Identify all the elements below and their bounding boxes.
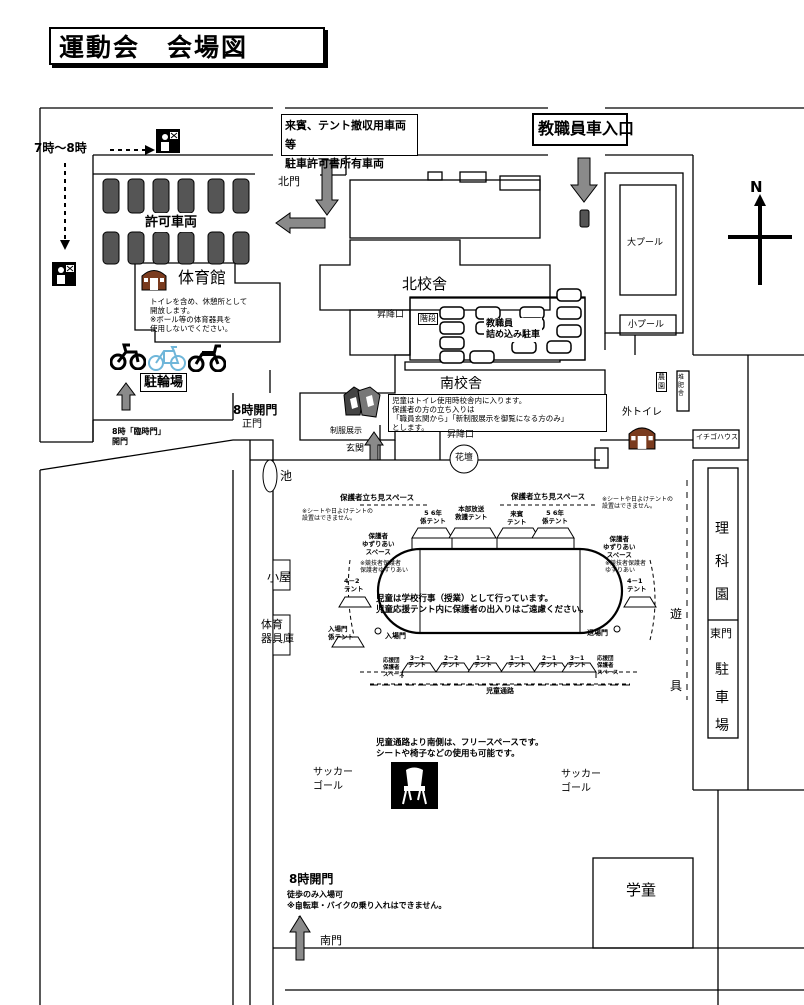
uniform-display-label: 制服展示 bbox=[330, 426, 362, 435]
tent-56-right: 5 6年 係テント bbox=[542, 509, 568, 525]
outdoor-toilet-label: 外トイレ bbox=[622, 407, 662, 418]
south-gate-label: 南門 bbox=[320, 934, 342, 947]
rika-garden-label: 理 科 園 bbox=[715, 521, 729, 603]
hut-label: 小屋 bbox=[267, 570, 292, 584]
noen-label: 農 園 bbox=[656, 372, 667, 392]
toilet-building-icon bbox=[628, 422, 656, 450]
soccer-goal-left: サッカー ゴール bbox=[313, 767, 353, 792]
tent-guest: 来賓 テント bbox=[507, 510, 527, 526]
gakudo-outline bbox=[592, 857, 694, 949]
guest-vehicle-sign: 来賓、テント撤収用車両等 駐車許可書所有車両 bbox=[281, 114, 418, 170]
arrow-down-staff bbox=[569, 157, 599, 203]
class-tent: 3－2 テント bbox=[408, 655, 427, 669]
tent-41: 4－1 テント bbox=[627, 577, 647, 593]
class-tent: 2－2 テント bbox=[442, 655, 461, 669]
bicycle-parking-label: 駐輪場 bbox=[140, 373, 188, 392]
no-smoking-sign-icon bbox=[52, 262, 76, 286]
no-smoking-sign-icon bbox=[156, 129, 180, 153]
south-gate-open: 8時開門 bbox=[289, 872, 334, 886]
pool-enclosure bbox=[604, 172, 684, 334]
gym-label: 体育館 bbox=[178, 268, 227, 287]
walk-only-note: 徒歩のみ入場可 ※自転車・バイクの乗り入れはできません。 bbox=[287, 890, 447, 910]
big-pool-label: 大プール bbox=[627, 238, 664, 248]
arrow-up-temp-gate bbox=[116, 382, 136, 411]
temporary-gate-note: 8時「臨時門」 開門 bbox=[112, 427, 166, 446]
south-building-label: 南校舎 bbox=[440, 376, 482, 392]
tent-56-left: 5 6年 係テント bbox=[420, 509, 446, 525]
yuzuri-space-left: 保護者 ゆずりあい スペース bbox=[362, 532, 395, 556]
arrow-up-entrance bbox=[364, 431, 384, 461]
arrow-left-permitted bbox=[275, 212, 326, 234]
time-guide: 7時～8時 bbox=[34, 141, 87, 155]
staff-parking-label: 教職員 詰め込み駐車 bbox=[484, 318, 543, 342]
small-pool-label: 小プール bbox=[628, 320, 665, 330]
sheet-note-left: ※シートや日よけテントの 設置はできません。 bbox=[302, 508, 374, 522]
guardian-space-left: 保護者立ち見スペース bbox=[340, 493, 415, 502]
class-tent: 3－1 テント bbox=[568, 655, 587, 669]
tent-headquarters: 本部放送 救護テント bbox=[455, 505, 488, 521]
permitted-vehicles-label: 許可車両 bbox=[141, 213, 202, 232]
staff-entrance-sign: 教職員車入口 bbox=[532, 113, 634, 146]
entry-gate-label: 入場門 bbox=[385, 632, 406, 640]
cheer-space-left: 応援団 保護者 スペース bbox=[383, 658, 405, 678]
class-tent: 2－1 テント bbox=[540, 655, 559, 669]
east-facility-block bbox=[707, 467, 739, 739]
pond-shape bbox=[262, 459, 278, 493]
arrows bbox=[116, 157, 599, 961]
toilet-building-icon bbox=[141, 265, 167, 291]
field-note: 児童は学校行事（授業）として行っています。 児童応援テント内に保護者の出入りはご… bbox=[376, 594, 589, 615]
principal-gate-label: 正門 bbox=[242, 419, 262, 430]
chair-icon bbox=[391, 762, 438, 809]
yuzuri-space-right: 保護者 ゆずりあい スペース bbox=[603, 535, 636, 559]
yuzuri-small-left: ※競技者保護者 保護者ゆずりあい bbox=[360, 560, 409, 574]
tent-42: 4－2 テント bbox=[344, 577, 364, 593]
east-gate-label: 東門 bbox=[710, 627, 732, 640]
flower-bed-label: 花壇 bbox=[455, 453, 474, 463]
hoist-label-south: 昇降口 bbox=[447, 430, 475, 440]
running-track bbox=[376, 547, 624, 635]
parked-cars bbox=[102, 178, 590, 265]
playground-equipment-label: 遊 具 bbox=[670, 607, 683, 693]
entry-gate-tent: 入場門 係テント bbox=[328, 625, 354, 641]
gakudo-label: 学童 bbox=[626, 881, 657, 899]
north-building-label: 北校舎 bbox=[402, 275, 448, 293]
flower-bed-shape bbox=[449, 444, 479, 474]
arrow-up-south-gate bbox=[289, 915, 311, 961]
gym-outline bbox=[134, 262, 281, 343]
gym-note: トイレを含め、休憩所として 開放します。 ※ボール等の体育器具を 使用しないでく… bbox=[150, 297, 248, 333]
free-space-note: 児童通路より南側は、フリースペースです。 シートや椅子などの使用も可能です。 bbox=[376, 738, 544, 759]
guardian-space-right: 保護者立ち見スペース bbox=[511, 492, 586, 501]
compass-north: N bbox=[750, 178, 763, 196]
class-tent: 1－2 テント bbox=[474, 655, 493, 669]
gate-8am-left: 8時開門 bbox=[233, 403, 278, 417]
ichigo-house-label: イチゴハウス bbox=[696, 433, 738, 441]
exit-gate-label: 退場門 bbox=[587, 629, 608, 637]
east-parking-label: 駐 車 場 bbox=[715, 662, 729, 734]
school-note: 児童はトイレ使用時校舎内に入ります。 保護者の方の立ち入りは 「職員玄関から」「… bbox=[388, 394, 607, 432]
tents bbox=[331, 527, 657, 673]
compost-label: 堆 肥 舎 bbox=[678, 374, 685, 397]
bicycle-icon bbox=[147, 345, 187, 371]
page-title: 運動会 会場図 bbox=[49, 27, 325, 65]
soccer-goal-right: サッカー ゴール bbox=[561, 769, 601, 794]
uniform-display-icon bbox=[340, 385, 386, 419]
entrance-label: 玄関 bbox=[346, 444, 365, 454]
sheet-note-right: ※シートや日よけテントの 設置はできません。 bbox=[602, 496, 674, 510]
yuzuri-small-right: ※競技者保護者 ゆずりあい bbox=[605, 560, 647, 574]
staircase-label: 階段 bbox=[418, 313, 438, 325]
pond-label: 池 bbox=[280, 469, 293, 483]
compass-cross bbox=[728, 203, 792, 285]
hoist-label-north: 昇降口 bbox=[377, 310, 405, 320]
north-gate-label: 北門 bbox=[278, 175, 300, 188]
scooter-icon bbox=[187, 342, 227, 373]
cheer-space-right: 応援団 保護者 スペース bbox=[597, 656, 619, 676]
scooter-icon bbox=[109, 340, 147, 371]
child-path-label: 児童通路 bbox=[486, 687, 514, 695]
equipment-label: 体育 器具庫 bbox=[261, 618, 294, 645]
class-tent: 1－1 テント bbox=[508, 655, 527, 669]
arrow-down-north bbox=[315, 159, 339, 216]
